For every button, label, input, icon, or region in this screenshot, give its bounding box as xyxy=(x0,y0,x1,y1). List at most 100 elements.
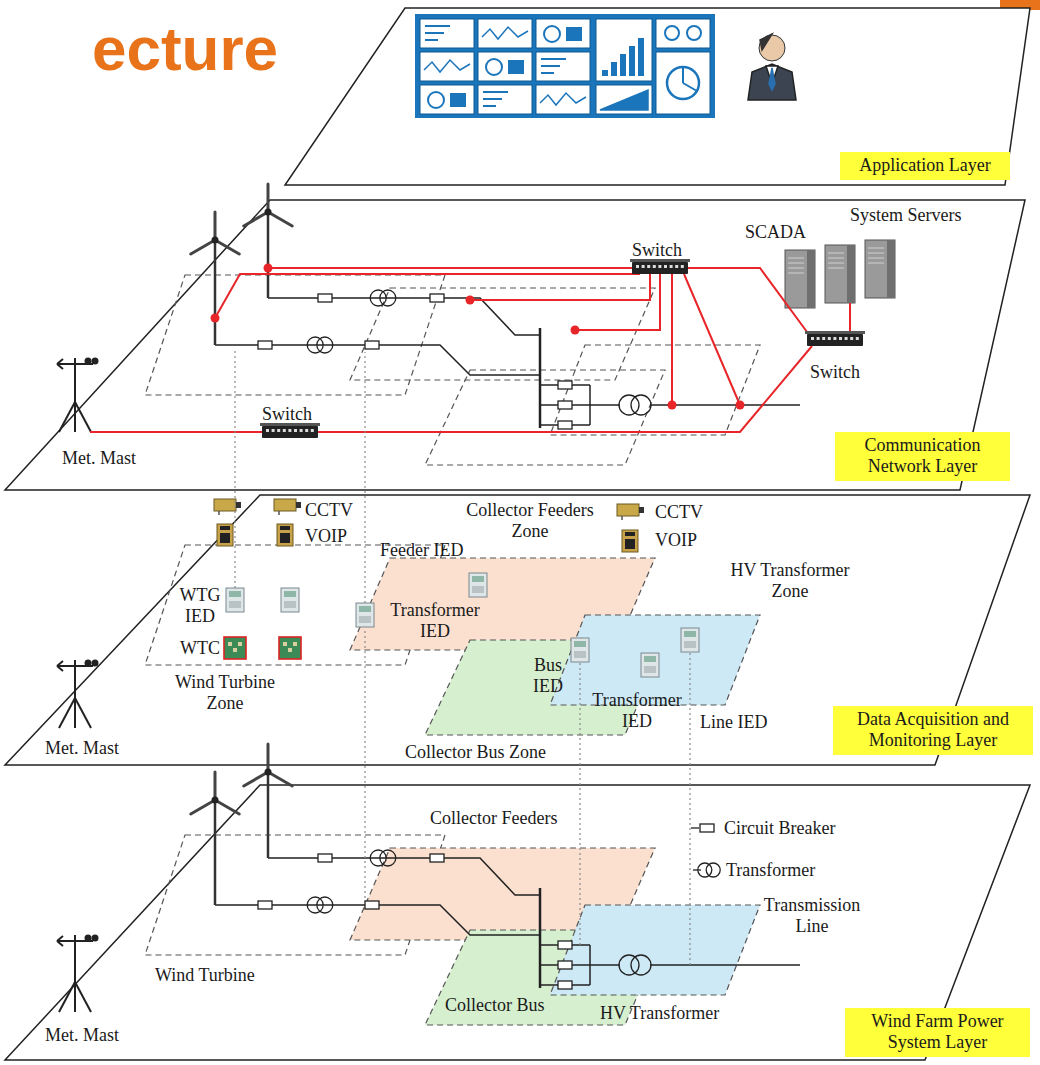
server-slot xyxy=(868,248,884,249)
operator-body xyxy=(748,64,796,100)
server-slot xyxy=(828,268,844,269)
tile-mark xyxy=(425,32,444,34)
tile-mark xyxy=(483,91,508,93)
server-slot xyxy=(828,253,844,254)
part-label: Wind Turbine Zone xyxy=(170,672,280,714)
ied-screen xyxy=(472,576,484,582)
operator-head xyxy=(759,35,785,61)
wind-turbine xyxy=(244,184,292,298)
turbine-hub xyxy=(265,209,272,216)
layer-link xyxy=(234,349,235,588)
network-node xyxy=(736,401,745,410)
switch-port xyxy=(283,429,286,432)
transformer-symbol xyxy=(317,337,333,353)
network-switch xyxy=(260,423,320,438)
server xyxy=(785,250,815,308)
ied-keys xyxy=(284,601,296,608)
part-label: Transmission Line xyxy=(762,895,862,937)
wind-vane xyxy=(57,941,63,946)
dashboard-tile xyxy=(536,85,590,114)
wind-vane xyxy=(57,666,63,671)
phone-body xyxy=(217,524,233,546)
circuit-breaker-symbol xyxy=(258,901,272,909)
camera-mount xyxy=(621,516,623,520)
circuit-breaker-symbol xyxy=(318,294,332,302)
turbine-blade xyxy=(215,800,239,814)
dashboard-tile xyxy=(420,19,474,48)
gauge-icon xyxy=(687,26,701,40)
ied-screen xyxy=(359,606,371,612)
wind-turbine xyxy=(191,212,239,345)
transformer-symbol xyxy=(370,850,386,866)
turbine-tower xyxy=(214,800,217,905)
wind-vane xyxy=(57,661,63,666)
layer-name: Wind Farm Power System Layer xyxy=(851,1011,1024,1053)
page-title: ecture xyxy=(92,18,278,80)
phone-handset xyxy=(220,526,230,530)
tile-mark xyxy=(425,25,450,27)
layer-name: Data Acquisition and Monitoring Layer xyxy=(839,709,1027,751)
switch-port xyxy=(822,337,825,340)
chart-bar xyxy=(611,62,617,76)
tile-mark xyxy=(508,60,524,74)
switch-port xyxy=(828,337,831,340)
server-body xyxy=(785,250,815,308)
chart-bar xyxy=(638,38,644,76)
camera-lens xyxy=(236,502,241,508)
server-body xyxy=(865,240,895,298)
zone-outline xyxy=(550,905,760,995)
phone-keypad xyxy=(625,539,635,549)
legend-label: Transformer xyxy=(726,860,815,881)
phone-body xyxy=(277,524,293,546)
part-label: Switch xyxy=(632,240,682,261)
turbine-blade xyxy=(244,212,268,226)
server-slot xyxy=(788,263,804,264)
network-link xyxy=(90,431,262,433)
ied-keys xyxy=(684,641,696,648)
phone-keypad xyxy=(220,533,230,543)
ied-screen xyxy=(684,631,696,637)
part-label: Collector Feeders Zone xyxy=(455,500,605,542)
network-node xyxy=(466,296,475,305)
circuit-breaker-symbol xyxy=(365,341,379,349)
server-slot xyxy=(828,263,844,264)
layer-name: Communication Network Layer xyxy=(841,435,1004,477)
ied-screen xyxy=(644,656,656,662)
phone-keypad xyxy=(280,533,290,543)
ied-body xyxy=(681,628,699,652)
switch-body xyxy=(262,426,318,438)
network-link xyxy=(575,274,660,330)
wind-vane xyxy=(57,936,63,941)
switch-port xyxy=(833,337,836,340)
camera-mount xyxy=(218,511,220,515)
tile-mark xyxy=(566,27,582,41)
ied-keys xyxy=(229,601,241,608)
wtc-board xyxy=(224,637,246,659)
tile-mark xyxy=(450,93,466,107)
ied-keys xyxy=(644,666,656,673)
switch-port xyxy=(266,429,269,432)
transformer-symbol xyxy=(619,395,639,415)
circuit-breaker-symbol xyxy=(558,961,572,969)
mast-pole xyxy=(74,935,76,1012)
transformer-symbol xyxy=(380,850,396,866)
network-link xyxy=(215,274,640,318)
network-node xyxy=(211,314,220,323)
tile-mark xyxy=(482,27,528,39)
chart-bar xyxy=(602,70,608,76)
transformer-symbol xyxy=(631,395,651,415)
switch-port xyxy=(647,265,650,268)
layer-label: Wind Farm Power System Layer xyxy=(845,1008,1030,1057)
switch-port xyxy=(811,337,814,340)
camera-body xyxy=(617,504,639,516)
switch-port xyxy=(670,265,673,268)
ied-body xyxy=(356,603,374,627)
turbine-hub xyxy=(265,769,272,776)
part-label: Transformer IED xyxy=(592,690,682,732)
met-mast xyxy=(57,358,99,433)
wtc-chip xyxy=(293,642,297,646)
switch-port xyxy=(817,337,820,340)
transmission-line xyxy=(650,964,800,966)
ied-screen xyxy=(229,591,241,597)
met-mast xyxy=(57,660,99,729)
